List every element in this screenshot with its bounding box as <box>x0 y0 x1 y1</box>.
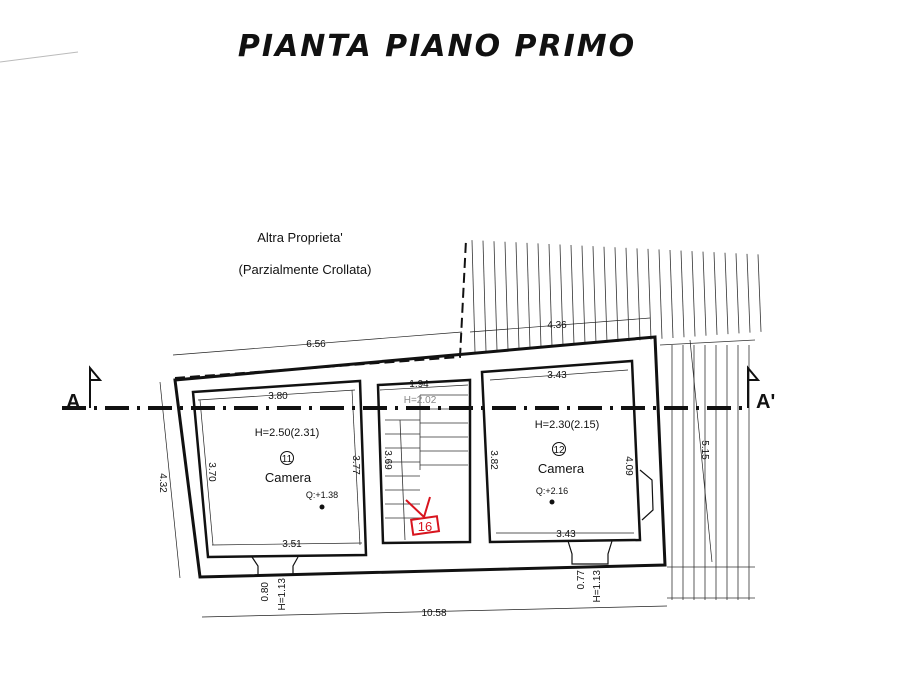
room-11-level: Q:+1.38 <box>306 490 338 500</box>
hatch-line <box>669 249 674 339</box>
room-11-wall <box>191 379 368 559</box>
room-11-name: Camera <box>265 470 312 485</box>
hatch-line <box>548 243 553 347</box>
dim-room11-top: 3.80 <box>268 391 288 402</box>
dim-room12-top: 3.43 <box>547 370 567 381</box>
hatch-line <box>399 419 406 541</box>
dim-room11-left: 3.70 <box>206 462 217 482</box>
hatch-right <box>659 339 756 600</box>
dim-window12-height: H=1.13 <box>592 570 603 603</box>
photo-marker-number: 16 <box>418 519 432 534</box>
room-12-wall <box>480 359 642 544</box>
room-11-number-circle <box>280 451 294 465</box>
hatch-line <box>570 245 575 345</box>
stray-line <box>0 51 79 63</box>
hatch-line <box>757 254 762 332</box>
room-12-number-circle <box>552 442 566 456</box>
hatch-line <box>504 241 509 350</box>
niche <box>639 469 654 521</box>
outer-wall <box>173 335 667 579</box>
hatch-line <box>735 253 740 334</box>
photo-marker: 16 <box>405 496 441 536</box>
hatch-line <box>526 242 531 349</box>
hatch-line <box>658 249 663 339</box>
level-point-icon <box>549 499 555 505</box>
window-room-12 <box>567 540 613 565</box>
dim-room12-right: 4.09 <box>623 456 634 476</box>
dim-room12-left: 3.82 <box>488 450 499 470</box>
section-arrow-left <box>89 365 103 408</box>
room-12-height: H=2.30(2.15) <box>535 419 600 431</box>
hatch-line <box>746 253 751 333</box>
hatch-line <box>691 251 696 337</box>
room-11-height: H=2.50(2.31) <box>255 427 320 439</box>
dim-window11-height: H=1.13 <box>277 578 288 611</box>
hatch-line <box>592 246 597 344</box>
dimension-lines <box>159 317 713 618</box>
level-point-icon <box>319 504 325 510</box>
dim-stair-width: 1.94 <box>409 379 429 390</box>
section-label-right: A' <box>756 391 775 413</box>
hatch-line <box>559 244 564 346</box>
hatch-line <box>482 240 487 352</box>
hatch-line <box>625 247 630 342</box>
room-12-level: Q:+2.16 <box>536 486 568 496</box>
neighbor-label: Altra Proprieta' <box>257 230 343 245</box>
dim-room12-bottom: 3.43 <box>556 529 576 540</box>
stair-wall <box>376 378 472 545</box>
room-12-number: 12 <box>553 445 565 456</box>
hatch-line <box>581 245 586 345</box>
hatch-line <box>659 339 756 346</box>
dim-overall: 10.58 <box>421 608 446 619</box>
section-arrow-right <box>747 365 761 408</box>
hatch-line <box>471 240 476 352</box>
room-11-number: 11 <box>282 454 293 465</box>
dim-left-side: 4.32 <box>157 473 168 493</box>
hatch-line <box>724 252 729 335</box>
window-room-11 <box>251 556 299 576</box>
room-12-name: Camera <box>538 461 585 476</box>
hatch-line <box>537 243 542 348</box>
hatch-line <box>614 247 619 342</box>
dim-right-side: 5.15 <box>699 440 710 460</box>
hatch-line <box>515 242 520 349</box>
dim-stair-length: 3.69 <box>382 450 393 470</box>
hatch-line <box>680 250 685 338</box>
hatch-line <box>493 241 498 351</box>
plan-title: PIANTA PIANO PRIMO <box>238 29 636 64</box>
dim-window11-sill: 0.80 <box>260 582 271 602</box>
dim-room11-right: 3.77 <box>350 455 361 475</box>
hatch-line <box>647 248 652 340</box>
dim-room11-bottom: 3.51 <box>282 539 302 550</box>
hatch-top-right <box>471 240 762 352</box>
section-label-left: A <box>66 391 80 413</box>
dim-window12-sill: 0.77 <box>576 570 587 590</box>
hatch-line <box>702 251 707 336</box>
stair-steps <box>385 394 468 541</box>
hatch-line <box>603 246 608 343</box>
dim-top-right: 4.36 <box>547 320 567 331</box>
hatch-line <box>713 252 718 335</box>
neighbor-note: (Parzialmente Crollata) <box>239 262 372 277</box>
hatch-line <box>636 248 641 341</box>
dim-top-left: 6.56 <box>306 339 326 350</box>
stair-height: H=2.02 <box>404 395 437 406</box>
